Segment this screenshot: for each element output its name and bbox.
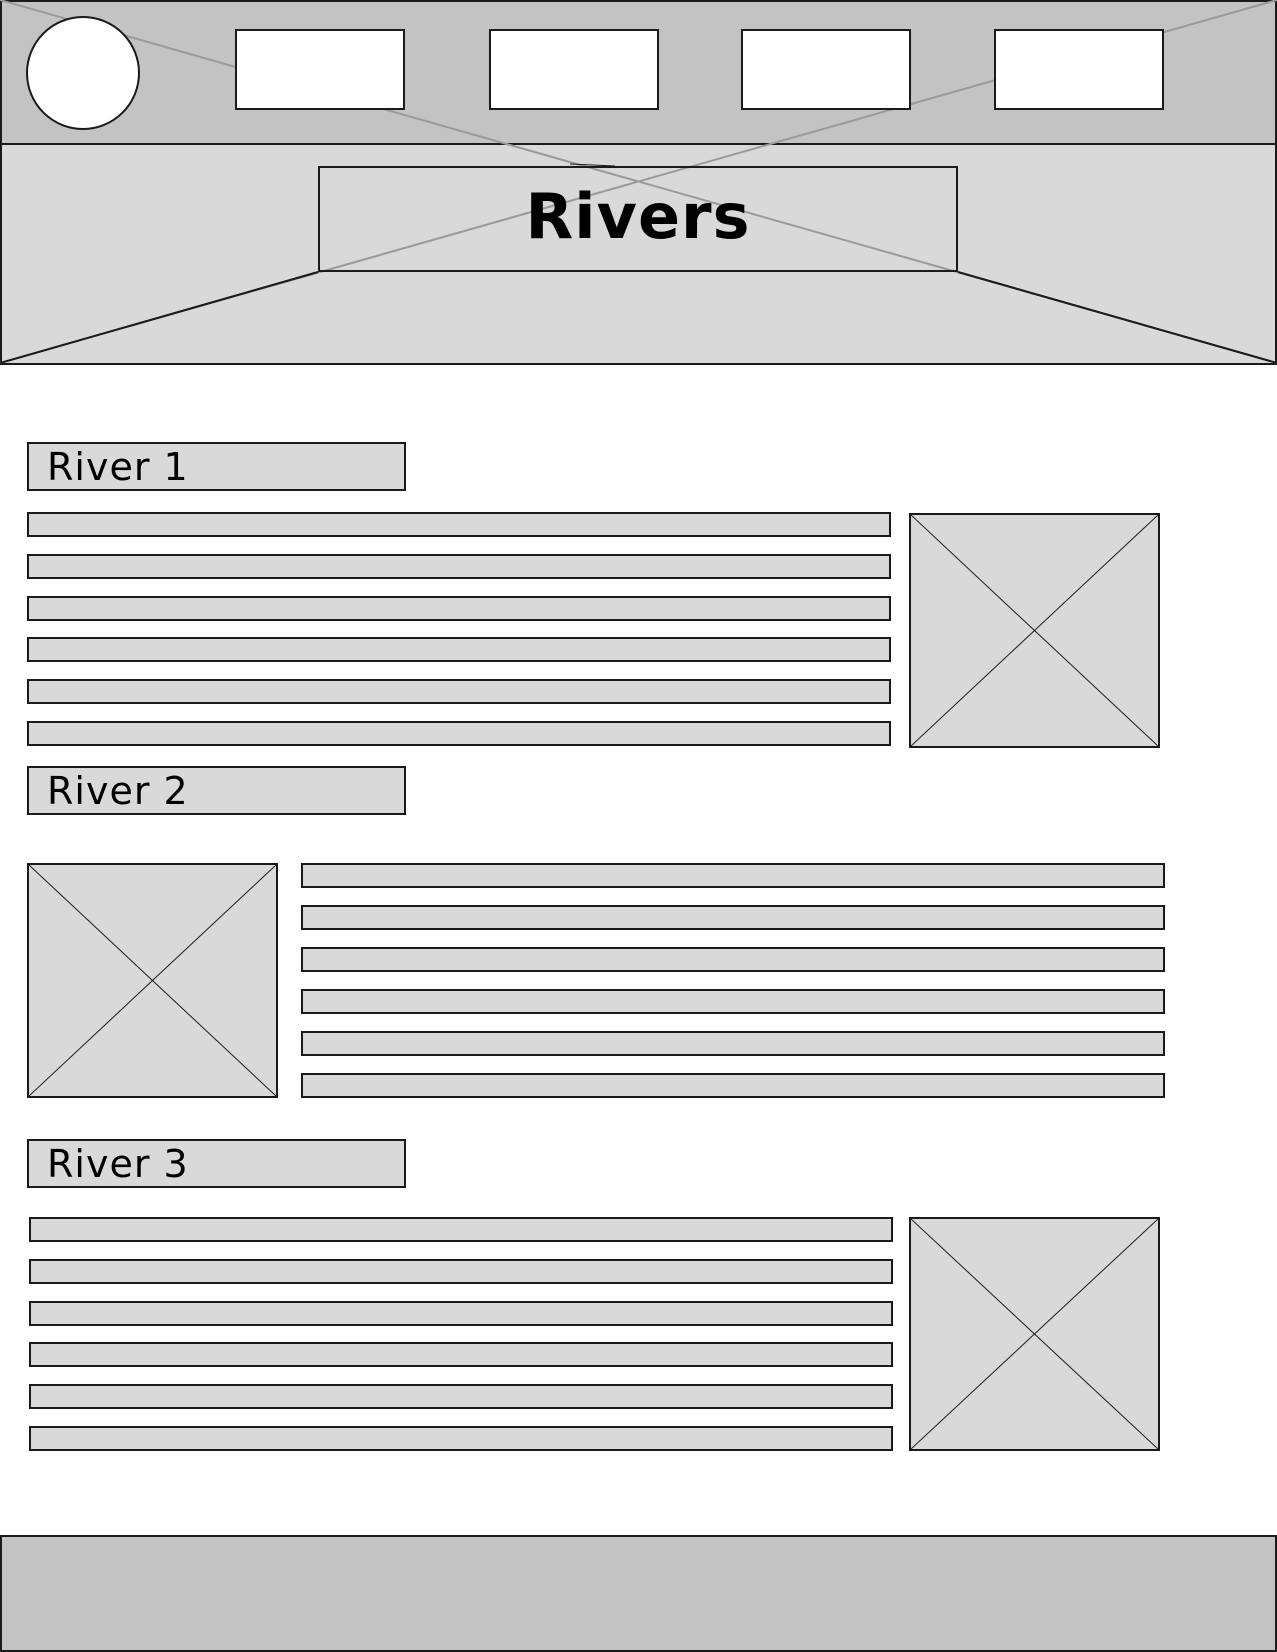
section-heading-river-1: River 1 <box>27 442 406 491</box>
text-line-placeholder <box>301 1073 1165 1098</box>
text-line-placeholder <box>27 637 891 662</box>
text-line-placeholder <box>29 1259 893 1284</box>
text-line-placeholder <box>301 989 1165 1014</box>
section-heading-river-2: River 2 <box>27 766 406 815</box>
text-line-placeholder <box>301 1031 1165 1056</box>
image-placeholder-icon <box>27 863 278 1098</box>
text-line-placeholder <box>27 721 891 746</box>
circle-logo-icon[interactable] <box>26 16 140 130</box>
section-heading-river-3: River 3 <box>27 1139 406 1188</box>
text-line-placeholder <box>29 1342 893 1367</box>
nav-button-3[interactable] <box>741 29 911 110</box>
text-line-placeholder <box>29 1217 893 1242</box>
text-line-placeholder <box>27 554 891 579</box>
nav-button-4[interactable] <box>994 29 1164 110</box>
text-line-placeholder <box>301 863 1165 888</box>
text-line-placeholder <box>301 905 1165 930</box>
image-placeholder-icon <box>909 513 1160 748</box>
section-heading-text: River 3 <box>47 1141 189 1186</box>
text-line-placeholder <box>301 947 1165 972</box>
footer <box>0 1535 1277 1652</box>
image-placeholder-icon <box>909 1217 1160 1451</box>
text-line-placeholder <box>27 512 891 537</box>
text-line-placeholder <box>29 1301 893 1326</box>
page-title: Rivers <box>525 180 751 253</box>
nav-button-1[interactable] <box>235 29 405 110</box>
text-line-placeholder <box>27 596 891 621</box>
section-heading-text: River 2 <box>47 768 189 813</box>
text-line-placeholder <box>27 679 891 704</box>
nav-button-2[interactable] <box>489 29 659 110</box>
section-heading-text: River 1 <box>47 444 189 489</box>
page-title-box: Rivers <box>318 166 958 272</box>
text-line-placeholder <box>29 1426 893 1451</box>
text-line-placeholder <box>29 1384 893 1409</box>
